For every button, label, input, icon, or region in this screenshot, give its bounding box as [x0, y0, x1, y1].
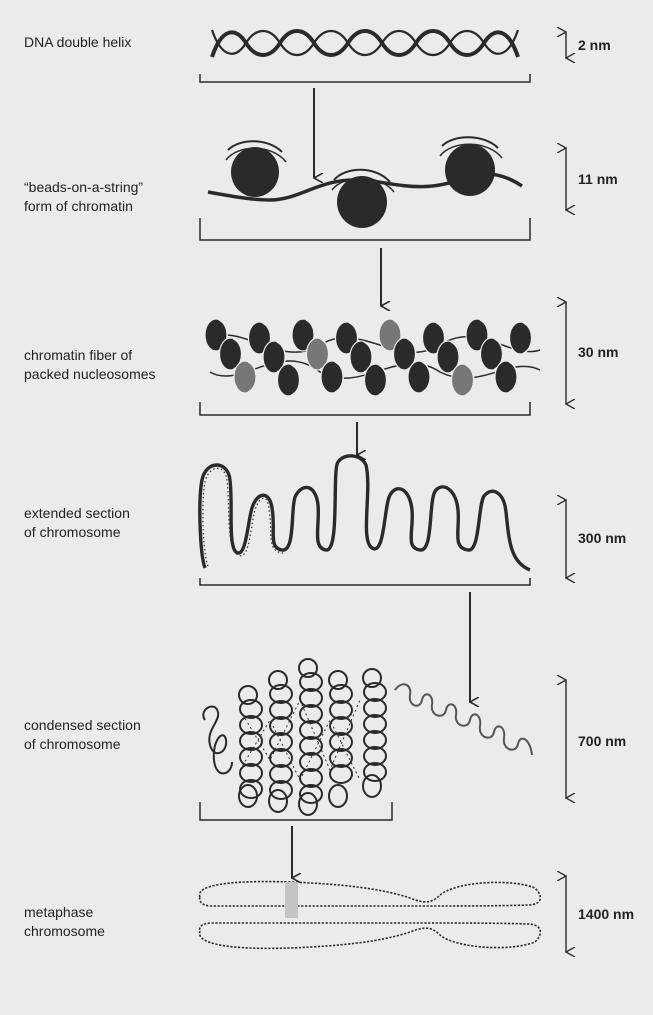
coil-loop [299, 752, 323, 772]
loop-end [238, 784, 258, 808]
nucleosome-disk-rim [465, 364, 475, 396]
bracket-stage-2 [199, 218, 531, 241]
coil-loop [239, 763, 263, 783]
coil-loop [239, 731, 263, 751]
loop-end [298, 792, 318, 816]
coil-loop [363, 746, 387, 766]
nucleosome-disk-rim [291, 364, 301, 396]
coil-loop [363, 714, 387, 734]
label-condensed-section: condensed section of chromosome [24, 716, 141, 754]
coil-loop [269, 748, 293, 768]
coil-loop [329, 684, 353, 704]
loop-cap [268, 670, 288, 690]
bracket-stage-5 [199, 802, 393, 821]
chromatid-upper [198, 880, 542, 907]
condensed-loops-right-tail [394, 683, 533, 756]
scale-label-700nm: 700 nm [578, 733, 627, 749]
nucleosome-disk-rim [421, 361, 431, 393]
coil-loop [299, 704, 323, 724]
scaffold-dashed-links [239, 698, 361, 782]
coil-loop [363, 762, 387, 782]
scale-label-11nm: 11 nm [578, 171, 618, 187]
label-line: packed nucleosomes [24, 366, 156, 382]
centromere-band [285, 882, 298, 918]
condensed-chromosome-section [202, 658, 533, 816]
metaphase-chromosome [198, 880, 542, 950]
coil-loop [269, 684, 293, 704]
nucleosome-disk-rim [334, 361, 344, 393]
coil-loop [299, 768, 323, 788]
coil-loop [299, 688, 323, 708]
label-line: of chromosome [24, 524, 121, 540]
label-metaphase-chromosome: metaphase chromosome [24, 903, 105, 941]
helix-strand-b [210, 29, 520, 57]
coil-loop [269, 764, 293, 784]
label-line: chromosome [24, 923, 105, 939]
coil-loop [239, 747, 263, 767]
scale-label-1400nm: 1400 nm [578, 906, 635, 922]
coil-loop [269, 716, 293, 736]
coil-loop [299, 720, 323, 740]
coil-loop [363, 682, 387, 702]
nucleosome-disk-rim [378, 364, 388, 396]
coil-loop [269, 700, 293, 720]
label-line: form of chromatin [24, 198, 133, 214]
coil-loop [239, 715, 263, 735]
scale-label-2nm: 2 nm [578, 37, 611, 53]
coil-loop [299, 672, 323, 692]
coil-loop [329, 764, 353, 784]
coil-loop [329, 700, 353, 720]
nucleosome-bead [439, 136, 503, 196]
coil-loop [299, 736, 323, 756]
coiled-loop-columns [238, 658, 387, 816]
bracket-stage-3 [199, 402, 531, 416]
loop-cap [362, 668, 382, 688]
label-line: metaphase [24, 904, 94, 920]
nucleosome-disk-rim [247, 361, 257, 393]
coil-loop [329, 748, 353, 768]
helix-strand-a [210, 29, 520, 58]
label-line: chromatin fiber of [24, 347, 133, 363]
packed-nucleosomes [204, 318, 533, 397]
coil-loop [239, 699, 263, 719]
scale-label-30nm: 30 nm [578, 344, 619, 360]
coil-loop [329, 732, 353, 752]
extended-chromosome-loops [198, 454, 531, 572]
nucleosome-bead [331, 168, 395, 228]
nucleosome-disk-rim [508, 361, 518, 393]
loop-cap [328, 670, 348, 690]
label-dna-double-helix: DNA double helix [24, 33, 131, 52]
bracket-stage-4 [199, 578, 531, 586]
chromatin-fiber [204, 318, 541, 397]
loop-end [362, 774, 382, 798]
nucleosome-disk-rim [523, 322, 533, 354]
coil-loop [299, 784, 323, 804]
beads-on-a-string [207, 136, 523, 228]
label-extended-section: extended section of chromosome [24, 504, 130, 542]
label-chromatin-fiber: chromatin fiber of packed nucleosomes [24, 346, 156, 384]
label-beads-on-a-string: “beads-on-a-string” form of chromatin [24, 178, 143, 216]
loop-cap [238, 685, 258, 705]
label-line: of chromosome [24, 736, 121, 752]
chromatid-lower [198, 922, 542, 950]
loop-cap [298, 658, 318, 678]
dna-double-helix [210, 29, 520, 58]
coil-loop [363, 698, 387, 718]
coil-loop [329, 716, 353, 736]
scale-label-300nm: 300 nm [578, 530, 627, 546]
label-line: “beads-on-a-string” [24, 179, 144, 195]
coil-loop [269, 780, 293, 800]
condensed-loops-left-tail [202, 705, 233, 775]
bracket-stage-1 [199, 74, 531, 83]
nucleosome-bead [225, 140, 287, 197]
loop-end [328, 784, 348, 808]
label-line: DNA double helix [24, 34, 132, 50]
label-line: extended section [24, 505, 130, 521]
coil-loop [363, 730, 387, 750]
loop-end [268, 789, 288, 813]
coil-loop [269, 732, 293, 752]
label-line: condensed section [24, 717, 141, 733]
